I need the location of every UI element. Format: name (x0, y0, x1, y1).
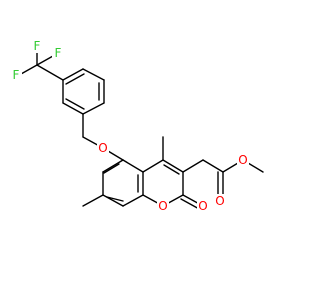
bond-benzyl-ring-5 (62, 102, 84, 115)
bond-cf3-f-right (36, 55, 54, 66)
ether-oxygen: O (97, 141, 109, 155)
bond-c4a-c5 (122, 159, 144, 173)
bond-c3-ch2 (182, 159, 204, 173)
molecule-structure: F F F O O O O O (10, 39, 264, 213)
oxygen-label: O (158, 199, 167, 213)
fluorine-label: F (34, 39, 41, 53)
bond-benzyl-ring-2 (82, 68, 105, 81)
bonds (20, 46, 264, 211)
bond-c5-c6 (102, 159, 124, 173)
fluorine-top: F (31, 39, 43, 53)
fluorine-left: F (10, 68, 22, 82)
bond-ch2-ester-c (202, 159, 224, 173)
oxygen-label: O (238, 153, 247, 167)
atom-labels: F F F O O O O O (10, 39, 249, 213)
fluorine-label: F (55, 46, 62, 60)
bond-c7-c8-inner (106, 196, 124, 202)
bond-c4-c3-inner (163, 164, 180, 175)
fluorine-right: F (52, 46, 64, 60)
bond-benzyl-ring-1 (62, 68, 84, 81)
oxygen-label: O (98, 141, 107, 155)
ring-oxygen: O (157, 199, 169, 213)
bond-cf3-aryl (36, 64, 64, 81)
bond-cf3-f-left (20, 64, 38, 75)
bond-benzyl-ring-4 (82, 102, 105, 115)
fluorine-label: F (13, 68, 20, 82)
bond-c4a-c4 (142, 159, 164, 173)
bond-c7-methyl (82, 194, 104, 207)
oxygen-label: O (215, 194, 224, 208)
bond-benzyl-ring-5-inner (65, 98, 85, 110)
bond-benzyl-ring-1-inner (65, 73, 85, 85)
ester-methoxy-oxygen: O (237, 153, 249, 167)
bond-c8-c8a (122, 194, 144, 207)
ester-carbonyl-oxygen: O (214, 194, 226, 208)
lactone-carbonyl-oxygen: O (197, 199, 209, 213)
bond-c5-c6-inner (103, 163, 120, 174)
bond-c4-c3 (162, 159, 184, 173)
oxygen-label: O (198, 199, 207, 213)
